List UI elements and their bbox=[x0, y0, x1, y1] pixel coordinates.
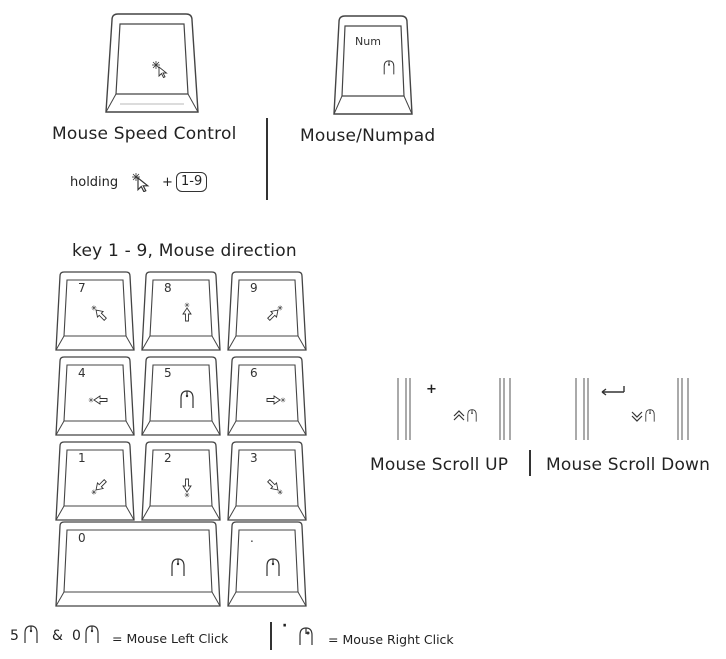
mouse-icon bbox=[85, 625, 99, 644]
key-label-7: 7 bbox=[78, 281, 86, 295]
arrow-u-icon bbox=[182, 302, 192, 322]
key-label-3: 3 bbox=[250, 451, 258, 465]
mouse-numpad-title: Mouse/Numpad bbox=[300, 126, 436, 146]
mouse-icon bbox=[24, 625, 38, 644]
mouse-icon bbox=[645, 409, 655, 423]
arrow-l-icon bbox=[88, 395, 108, 405]
legend-amp: & bbox=[52, 628, 63, 644]
legend-num0: 0 bbox=[72, 628, 81, 644]
bottom-divider bbox=[270, 622, 272, 650]
key-label-5: 5 bbox=[164, 366, 172, 380]
numpad-key-6: 6 bbox=[227, 356, 307, 436]
holding-label: holding bbox=[70, 175, 119, 190]
numpad-key-dot: . bbox=[227, 521, 307, 607]
arrow-dl-icon bbox=[90, 479, 107, 496]
numpad-key-2: 2 bbox=[141, 441, 221, 521]
numpad-key-7: 7 bbox=[55, 271, 135, 351]
left-click-label: = Mouse Left Click bbox=[112, 631, 229, 646]
scroll-down-arrows bbox=[631, 411, 643, 422]
num-key bbox=[333, 15, 413, 115]
key-label-6: 6 bbox=[250, 366, 258, 380]
scroll-down-label: Mouse Scroll Down bbox=[546, 455, 711, 475]
arrow-d-icon bbox=[182, 478, 192, 498]
key-label-0: 0 bbox=[78, 531, 86, 545]
right-click-label: = Mouse Right Click bbox=[328, 632, 454, 647]
plus-sign: + bbox=[162, 175, 173, 190]
num-key-legend: Num bbox=[355, 35, 381, 48]
grid-title: key 1 - 9, Mouse direction bbox=[72, 241, 297, 261]
numpad-key-0: 0 bbox=[55, 521, 221, 607]
mouse-right-icon bbox=[299, 627, 313, 645]
scroll-up-key bbox=[397, 378, 511, 440]
mouse-icon bbox=[467, 409, 477, 423]
scroll-divider bbox=[529, 450, 531, 476]
key-label-4: 4 bbox=[78, 366, 86, 380]
numpad-key-9: 9 bbox=[227, 271, 307, 351]
numpad-key-8: 8 bbox=[141, 271, 221, 351]
range-key-box: 1-9 bbox=[176, 172, 208, 192]
arrow-ur-icon bbox=[267, 304, 284, 321]
mouse-speed-key bbox=[105, 13, 199, 113]
key-label-2: 2 bbox=[164, 451, 172, 465]
arrow-dr-icon bbox=[267, 479, 284, 496]
mouse-speed-title: Mouse Speed Control bbox=[52, 124, 237, 144]
numpad-key-3: 3 bbox=[227, 441, 307, 521]
top-divider bbox=[266, 118, 268, 200]
numpad-key-4: 4 bbox=[55, 356, 135, 436]
scroll-up-plus: + bbox=[426, 382, 437, 397]
key-label-1: 1 bbox=[78, 451, 86, 465]
key-label-dot: . bbox=[250, 531, 254, 545]
key-label-9: 9 bbox=[250, 281, 258, 295]
numpad-key-1: 1 bbox=[55, 441, 135, 521]
legend-num5: 5 bbox=[10, 628, 19, 644]
legend-dot: · bbox=[282, 618, 288, 634]
arrow-r-icon bbox=[266, 395, 286, 405]
key-label-8: 8 bbox=[164, 281, 172, 295]
enter-arrow-icon bbox=[601, 388, 624, 396]
arrow-ul-icon bbox=[90, 304, 107, 321]
speed-cursor-icon bbox=[131, 172, 149, 192]
scroll-down-key bbox=[575, 378, 689, 440]
numpad-key-5: 5 bbox=[141, 356, 221, 436]
scroll-up-arrows bbox=[453, 410, 465, 421]
scroll-up-label: Mouse Scroll UP bbox=[370, 455, 509, 475]
